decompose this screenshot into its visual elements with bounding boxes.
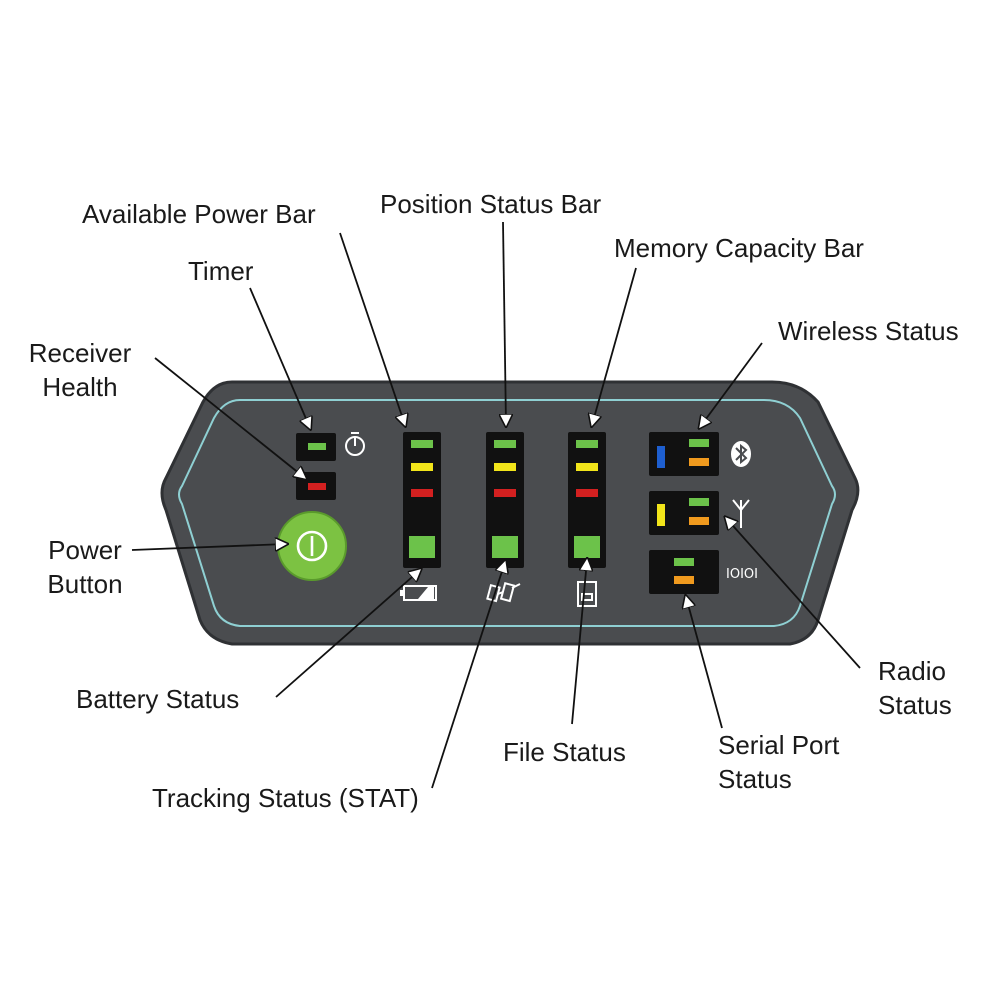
- position-bar-led-green: [494, 440, 516, 448]
- label-power-button: Power Button: [34, 533, 136, 601]
- arrow-radio-status: [726, 518, 861, 669]
- serial-port-led-green: [674, 558, 694, 566]
- tracking-status-led: [492, 536, 518, 558]
- memory-bar-led-green: [576, 440, 598, 448]
- power-icon: [296, 530, 328, 562]
- memory-bar-led-red: [576, 489, 598, 497]
- serial-port-led-orange: [674, 576, 694, 584]
- label-battery-status: Battery Status: [76, 684, 240, 714]
- power-bar-led-green: [411, 440, 433, 448]
- position-bar-led-yellow: [494, 463, 516, 471]
- label-receiver-health-line1: Receiver: [28, 338, 132, 368]
- label-receiver-health-line2: Health: [42, 372, 118, 402]
- serial-port-icon: IOIOI: [726, 567, 758, 582]
- arrow-available-power-bar: [339, 232, 405, 425]
- wireless-led-green: [689, 439, 709, 447]
- label-wireless-status: Wireless Status: [778, 316, 959, 346]
- memory-bar-led-yellow: [576, 463, 598, 471]
- radio-led-yellow: [657, 504, 665, 526]
- position-bar-led-red: [494, 489, 516, 497]
- arrow-file-status: [571, 560, 587, 725]
- battery-icon: [400, 585, 437, 601]
- power-bar-led-yellow: [411, 463, 433, 471]
- antenna-icon: [732, 499, 750, 528]
- label-serial-port-status-line1: Serial Port: [718, 730, 840, 760]
- label-radio-status-line1: Radio: [878, 656, 946, 686]
- power-bar-led-red: [411, 489, 433, 497]
- label-radio-status: Radio Status: [878, 654, 952, 722]
- label-power-button-line1: Power: [48, 535, 122, 565]
- arrow-position-status-bar: [503, 221, 506, 425]
- file-icon: [577, 581, 597, 607]
- label-serial-port-status-line2: Status: [718, 764, 792, 794]
- panel-inner-line: [178, 399, 836, 627]
- label-serial-port-status: Serial Port Status: [718, 728, 839, 796]
- arrow-memory-capacity-bar: [592, 267, 637, 425]
- wireless-led-blue: [657, 446, 665, 468]
- arrow-timer: [249, 287, 310, 428]
- arrow-receiver-health: [154, 357, 305, 478]
- label-radio-status-line2: Status: [878, 690, 952, 720]
- arrow-wireless-status: [700, 342, 763, 427]
- arrow-serial-port-status: [686, 597, 723, 729]
- timer-led: [308, 443, 326, 450]
- label-position-status-bar: Position Status Bar: [380, 189, 602, 219]
- battery-status-led: [409, 536, 435, 558]
- label-receiver-health: Receiver Health: [18, 336, 142, 404]
- radio-led-orange: [689, 517, 709, 525]
- arrow-power-button: [131, 544, 286, 550]
- label-memory-capacity-bar: Memory Capacity Bar: [614, 233, 864, 263]
- stopwatch-icon: [345, 432, 365, 456]
- label-available-power-bar: Available Power Bar: [82, 199, 316, 229]
- wireless-led-orange: [689, 458, 709, 466]
- file-status-led: [574, 536, 600, 558]
- serial-port-status-window: [649, 550, 719, 594]
- label-file-status: File Status: [503, 737, 626, 767]
- satellite-icon: [486, 582, 521, 603]
- label-timer: Timer: [188, 256, 254, 286]
- label-power-button-line2: Button: [47, 569, 123, 599]
- arrow-battery-status: [275, 570, 420, 698]
- label-tracking-status: Tracking Status (STAT): [152, 783, 419, 813]
- arrow-tracking-status: [431, 562, 505, 789]
- radio-led-green: [689, 498, 709, 506]
- receiver-health-led: [308, 483, 326, 490]
- bluetooth-icon: [731, 441, 751, 467]
